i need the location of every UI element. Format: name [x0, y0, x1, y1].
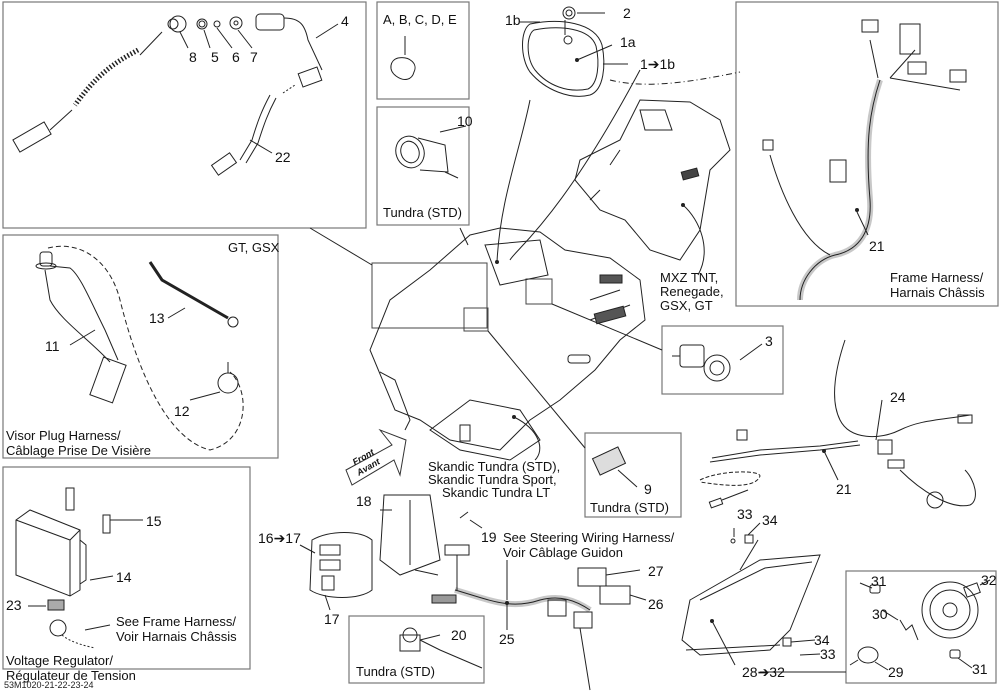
callout-26: 26: [648, 596, 664, 612]
horn-drawing: [395, 125, 467, 179]
callout-1b: 1b: [505, 12, 521, 28]
headlight-bulb-drawing: [849, 579, 991, 671]
callout-23: 23: [6, 597, 22, 613]
callout-1a: 1a: [620, 34, 636, 50]
callout-1-to-1b: 1➔1b: [640, 56, 676, 72]
caption-voltage-regulator: Voltage Regulator/: [6, 653, 113, 668]
box-dash-detail: [371, 262, 488, 329]
lower-frame-harness-drawing: [699, 339, 976, 509]
caption-tundra-std-10: Tundra (STD): [383, 205, 462, 220]
callout-27: 27: [648, 563, 664, 579]
caption-visor-plug-harness: Visor Plug Harness/: [6, 428, 121, 443]
callout-33-top: 33: [737, 506, 753, 522]
caption-mxz-models-3: GSX, GT: [660, 298, 713, 313]
caption-skandic-models-2: Skandic Tundra Sport,: [428, 472, 557, 487]
callout-9: 9: [644, 481, 652, 497]
diagram-code: 53M1020-21-22-23-24: [4, 680, 94, 690]
callout-7: 7: [250, 49, 258, 65]
box-visor-harness: [2, 234, 279, 459]
caption-see-steering-harness-fr: Voir Câblage Guidon: [503, 545, 623, 560]
callout-8: 8: [189, 49, 197, 65]
callout-31-top: 31: [871, 573, 887, 589]
callout-19: 19: [481, 529, 497, 545]
callout-32: 32: [981, 572, 997, 588]
caption-mxz-models-2: Renegade,: [660, 284, 724, 299]
caption-skandic-models: Skandic Tundra (STD),: [428, 459, 561, 474]
box-ignition-3: [661, 325, 784, 395]
callout-16-to-17: 16➔17: [258, 530, 301, 546]
handlebar-switch-drawing: [299, 494, 483, 611]
callout-30: 30: [872, 606, 888, 622]
box-small-detail-2: [463, 307, 489, 332]
caption-frame-harness-fr: Harnais Châssis: [890, 285, 985, 300]
callout-5: 5: [211, 49, 219, 65]
callout-34-bottom: 34: [814, 632, 830, 648]
caption-see-frame-harness: See Frame Harness/: [116, 614, 236, 629]
gauge-drawing: [520, 6, 741, 97]
box-tundra-10: [376, 106, 470, 226]
callout-17: 17: [324, 611, 340, 627]
callout-10: 10: [457, 113, 473, 129]
box-tundra-20: [348, 615, 485, 684]
callout-25: 25: [499, 631, 515, 647]
callout-24: 24: [890, 389, 906, 405]
callout-6: 6: [232, 49, 240, 65]
gasket-drawing: [390, 57, 416, 80]
box-headlight-bulb: [845, 570, 997, 684]
visor-harness-drawing: [35, 245, 244, 451]
callout-11: 11: [45, 338, 60, 354]
throttle-sensor-drawing: [399, 627, 483, 669]
callout-20: 20: [451, 627, 467, 643]
caption-voltage-regulator-fr: Régulateur de Tension: [6, 668, 136, 683]
steering-harness-drawing: [431, 544, 647, 691]
callout-31-bottom: 31: [972, 661, 988, 677]
caption-see-steering-harness: See Steering Wiring Harness/: [503, 530, 675, 545]
box-tether-cord: [2, 1, 367, 229]
callout-21-lower: 21: [836, 481, 852, 497]
callout-4: 4: [341, 13, 349, 29]
frame-harness-drawing: [762, 19, 967, 301]
main-hood-drawing: [369, 69, 646, 461]
box-frame-harness: [735, 1, 999, 307]
callout-3: 3: [765, 333, 773, 349]
callout-34-top: 34: [762, 512, 778, 528]
rocker-switch-drawing: [591, 446, 627, 476]
callout-33-bottom: 33: [820, 646, 836, 662]
caption-tundra-std-20: Tundra (STD): [356, 664, 435, 679]
box-kit-letters: [376, 1, 470, 100]
caption-visor-plug-harness-fr: Câblage Prise De Visière: [6, 443, 151, 458]
front-arrow-icon: [345, 428, 407, 486]
callout-13: 13: [149, 310, 165, 326]
callout-22: 22: [275, 149, 291, 165]
mxz-hood-drawing: [574, 99, 731, 276]
callout-14: 14: [116, 569, 132, 585]
caption-kit-letters: A, B, C, D, E: [383, 12, 457, 27]
callout-18: 18: [356, 493, 372, 509]
box-small-detail-1: [525, 278, 553, 305]
caption-skandic-models-3: Skandic Tundra LT: [442, 485, 551, 500]
tether-cord-drawing: [12, 13, 323, 176]
callout-29: 29: [888, 664, 904, 680]
callout-15: 15: [146, 513, 162, 529]
callout-12: 12: [174, 403, 190, 419]
box-voltage-regulator: [2, 466, 251, 670]
connector-27: [577, 567, 607, 587]
callout-28-to-32: 28➔32: [742, 664, 785, 680]
callout-2: 2: [623, 5, 631, 21]
headlight-drawing: [681, 522, 846, 673]
caption-mxz-models: MXZ TNT,: [660, 270, 719, 285]
ignition-switch-drawing: [672, 343, 763, 382]
caption-see-frame-harness-fr: Voir Harnais Châssis: [116, 629, 237, 644]
connector-26: [599, 585, 631, 605]
caption-frame-harness: Frame Harness/: [890, 270, 984, 285]
caption-gt-gsx: GT, GSX: [228, 240, 280, 255]
box-tundra-9: [584, 432, 682, 518]
voltage-regulator-drawing: [15, 487, 143, 649]
caption-tundra-std-9: Tundra (STD): [590, 500, 669, 515]
callout-21-frame: 21: [869, 238, 885, 254]
